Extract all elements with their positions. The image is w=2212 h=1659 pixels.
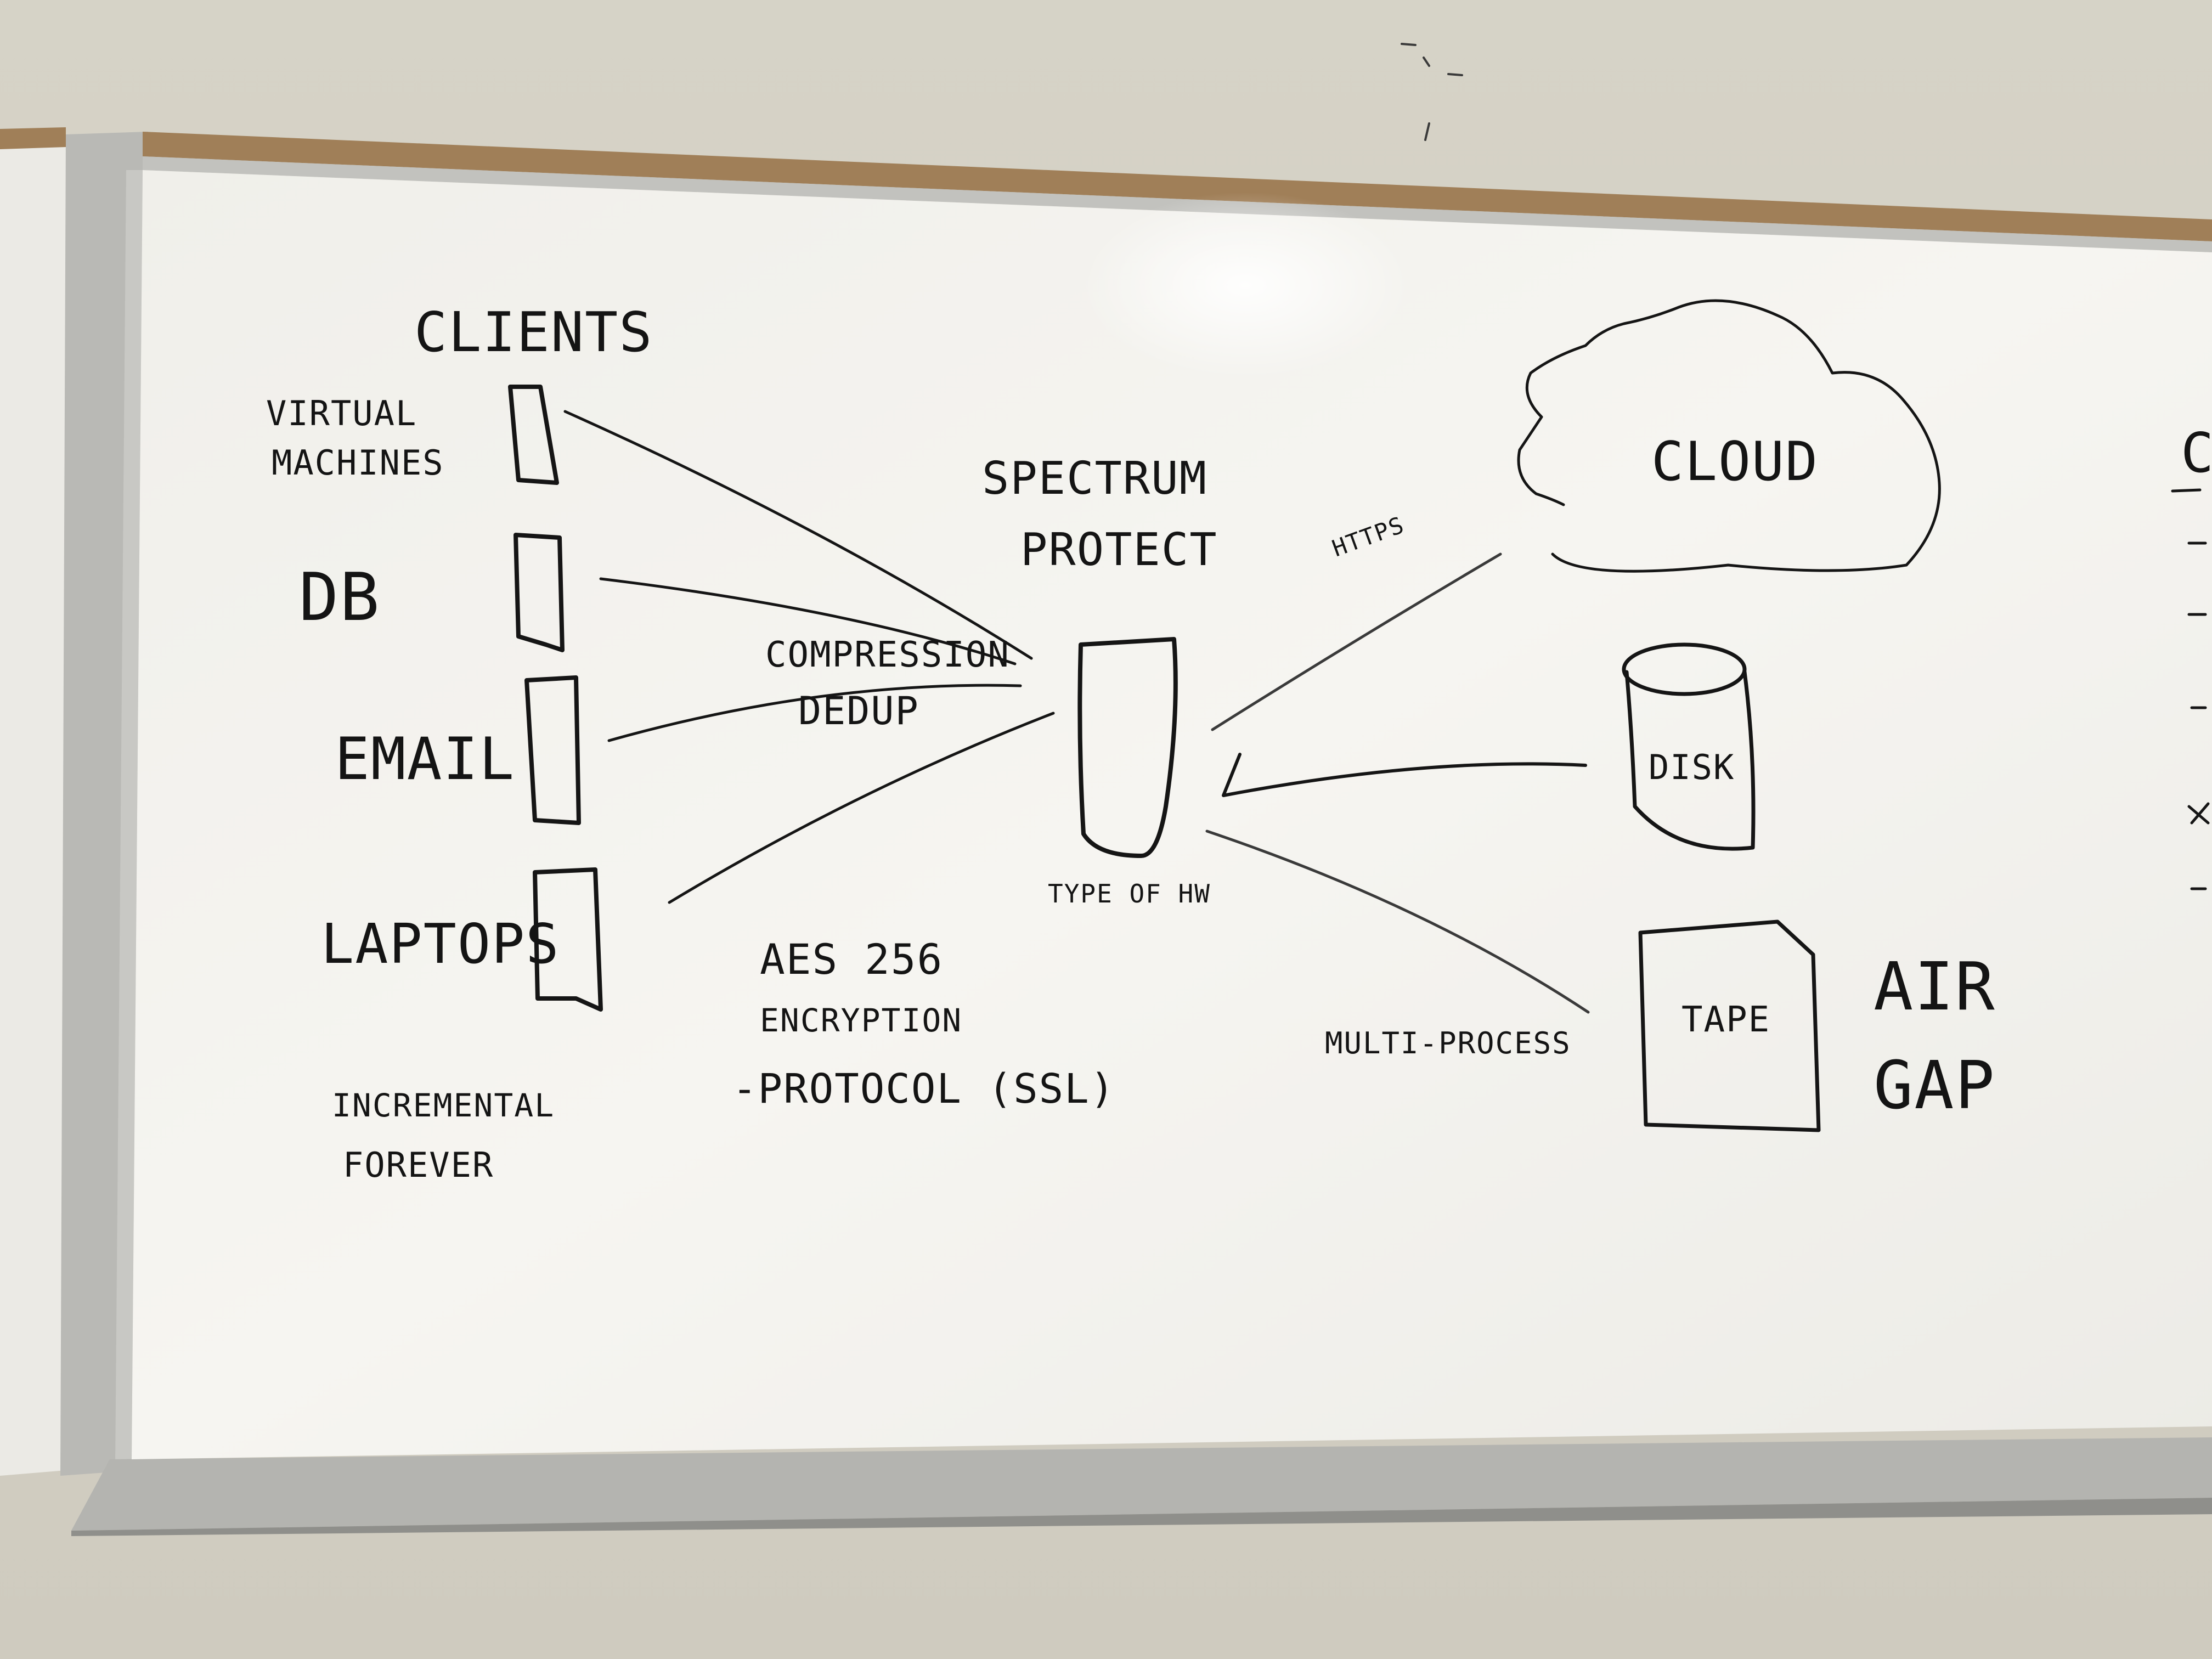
airgap-label-line1: AIR	[1874, 949, 1996, 1025]
cork-strip	[143, 132, 2212, 241]
airgap-label-line2: GAP	[1874, 1048, 1996, 1124]
laptops-device-box	[533, 867, 603, 1012]
note-aes-line2: ENCRYPTION	[760, 1002, 962, 1039]
tape-connection-line	[1205, 830, 1590, 1014]
tape-label: TAPE	[1681, 1000, 1770, 1040]
multi-process-label: MULTI-PROCESS	[1325, 1026, 1571, 1060]
compression-label: COMPRESSION	[765, 635, 1010, 675]
cloud-shape	[1517, 299, 1941, 573]
client-label-vm-line1: VIRTUAL	[266, 393, 417, 433]
db-server-box	[514, 533, 565, 652]
disk-label: DISK	[1649, 747, 1735, 787]
email-server-box	[524, 675, 581, 825]
server-label-line1: SPECTRUM	[982, 453, 1207, 505]
note-aes-line1: AES 256	[760, 935, 943, 984]
laptops-connection-line	[668, 712, 1055, 904]
vm-connection-line	[563, 410, 1033, 660]
spectrum-protect-server-box	[1077, 637, 1178, 858]
right-edge-marks	[2171, 488, 2210, 890]
cloud-connection-line	[1211, 552, 1502, 731]
marker-tray	[71, 1437, 2212, 1531]
tape-box	[1638, 919, 1821, 1132]
disk-connection-line	[1222, 753, 1587, 797]
marker-tray-edge	[71, 1498, 2212, 1536]
client-label-laptops: LAPTOPS	[321, 912, 560, 976]
dedup-label: DEDUP	[798, 689, 919, 733]
light-glare	[1081, 192, 1410, 379]
client-label-email: EMAIL	[335, 725, 515, 793]
wall-marks	[1401, 43, 1463, 141]
incremental-label-line2: FOREVER	[343, 1145, 494, 1185]
vm-server-box	[508, 385, 559, 485]
email-connection-line	[607, 684, 1022, 742]
incremental-label-line1: INCREMENTAL	[332, 1087, 555, 1124]
edge-letter: C	[2181, 421, 2212, 485]
note-protocol: -PROTOCOL (SSL)	[732, 1065, 1115, 1113]
client-label-db: DB	[299, 560, 381, 636]
disk-cylinder	[1622, 642, 1756, 851]
left-board-panel	[0, 134, 66, 1476]
server-label-line2: PROTECT	[1020, 524, 1218, 576]
cloud-label: CLOUD	[1651, 431, 1819, 493]
cork-strip-left	[0, 127, 66, 149]
clients-heading: CLIENTS	[414, 300, 653, 364]
db-connection-line	[599, 577, 1017, 665]
whiteboard-surface	[132, 170, 2212, 1459]
board-frame-left	[115, 170, 143, 1465]
type-of-hw-label: TYPE OF HW	[1048, 879, 1211, 909]
client-label-vm-line2: MACHINES	[272, 443, 444, 483]
